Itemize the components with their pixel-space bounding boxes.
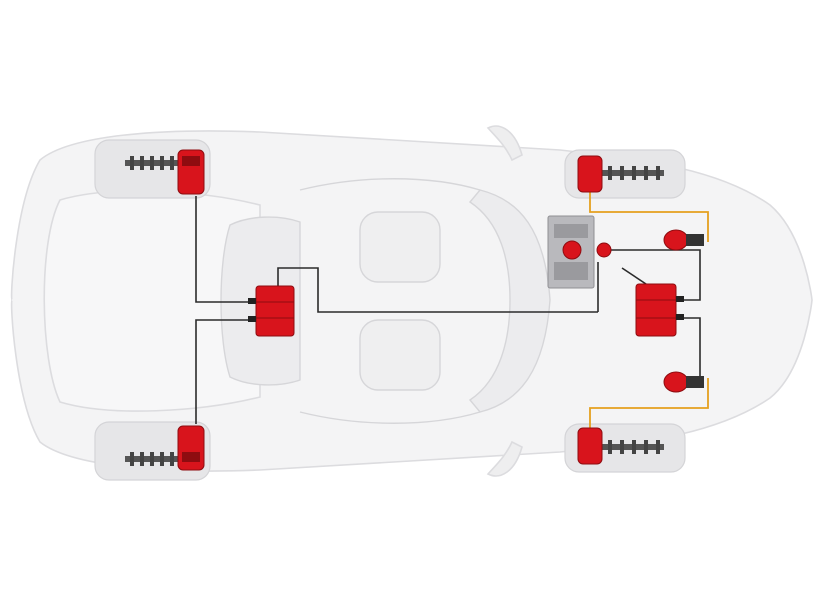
hydraulic-line-top xyxy=(589,192,709,242)
actuator-teeth xyxy=(608,440,660,454)
caliper-detail xyxy=(182,156,200,166)
brake-caliper-rear-left xyxy=(125,149,205,195)
brake-motor-front-right xyxy=(663,371,704,393)
actuator-teeth xyxy=(130,156,174,170)
hydraulic-line-bottom xyxy=(589,378,709,432)
side-mirror-top xyxy=(486,125,523,162)
caliper-body xyxy=(577,155,603,193)
caliper-detail xyxy=(182,452,200,462)
brake-caliper-front-left xyxy=(577,155,664,193)
pedal-module xyxy=(547,215,612,289)
car-body xyxy=(10,125,813,477)
windshield xyxy=(468,189,551,413)
wiring-orange xyxy=(589,192,709,432)
wire-pedal-to-motor xyxy=(598,249,701,301)
wire-rr-to-unit xyxy=(195,319,258,424)
roof-line-top xyxy=(299,178,481,191)
roof-line-bottom xyxy=(299,411,481,424)
control-unit-rear xyxy=(248,285,295,337)
seat-right xyxy=(359,319,441,391)
caliper-body xyxy=(577,427,603,465)
wire-motor-bottom xyxy=(678,317,701,382)
wire-unit-top xyxy=(277,267,598,313)
wire-rl-to-unit xyxy=(195,196,258,303)
actuator-teeth xyxy=(130,452,174,466)
seat-left xyxy=(359,211,441,283)
side-mirror-bottom xyxy=(486,440,523,477)
control-unit-front xyxy=(635,283,684,337)
actuator-teeth xyxy=(608,166,660,180)
brake-motor-front-left xyxy=(663,229,704,251)
cabin xyxy=(220,178,551,424)
brake-caliper-rear-right xyxy=(125,425,205,471)
caliper-body xyxy=(177,425,205,471)
brake-caliper-front-right xyxy=(577,427,664,465)
